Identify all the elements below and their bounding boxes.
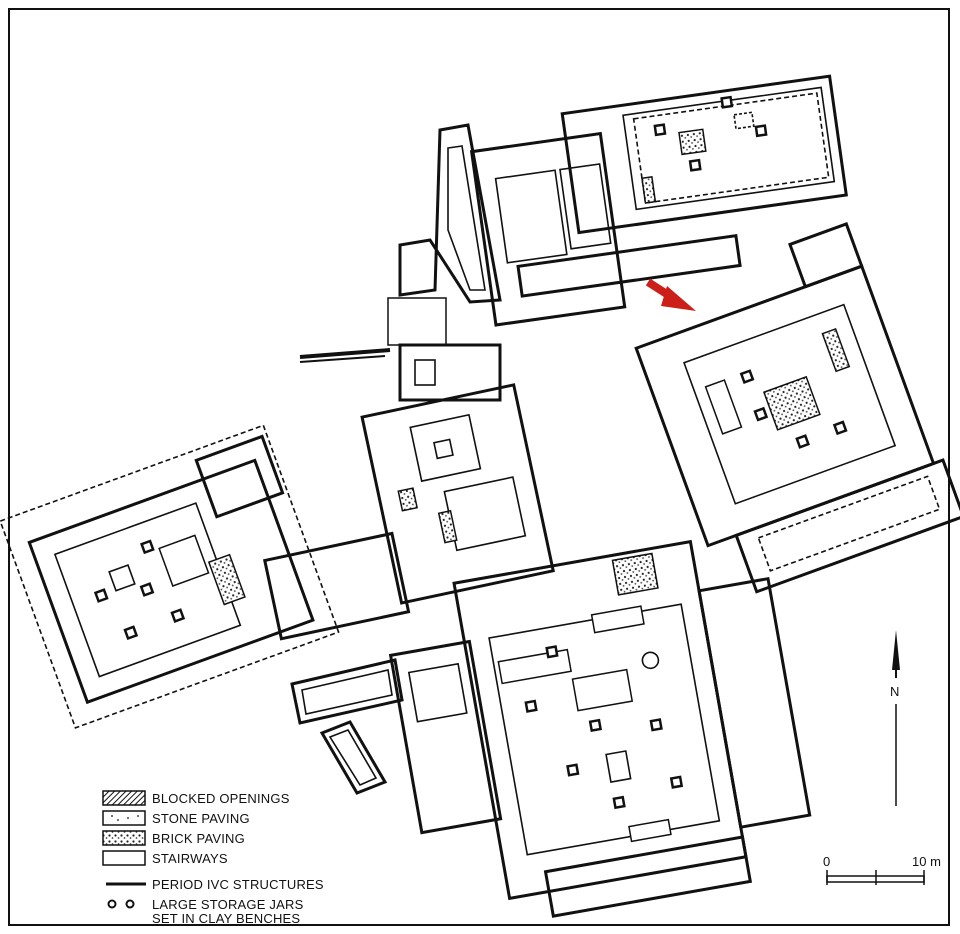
- legend-jar-icon: [107, 899, 117, 909]
- building-south: [388, 539, 812, 918]
- legend-stone-paving-swatch: [102, 810, 146, 826]
- legend-stairways-swatch: [102, 850, 146, 866]
- legend-label: STAIRWAYS: [152, 851, 228, 866]
- building-northeast: [469, 74, 848, 327]
- legend-label: SET IN CLAY BENCHES: [152, 911, 301, 926]
- building-central: [262, 383, 555, 641]
- legend-brick-paving-swatch: [102, 830, 146, 846]
- legend-label: PERIOD IVC STRUCTURES: [152, 877, 324, 892]
- figure-frame: [8, 8, 950, 926]
- legend-label: BRICK PAVING: [152, 831, 245, 846]
- building-west: [0, 424, 340, 729]
- north-arrow-icon: [892, 630, 900, 806]
- building-east: [634, 221, 960, 594]
- north-label: N: [890, 684, 900, 699]
- red-pointer-arrow: [645, 278, 696, 311]
- scale-bar: [826, 870, 925, 885]
- triangular-structure: [299, 123, 502, 402]
- legend-label: STONE PAVING: [152, 811, 250, 826]
- detached-structures: [290, 658, 404, 795]
- legend-label: BLOCKED OPENINGS: [152, 791, 290, 806]
- scale-start-label: 0: [823, 854, 831, 869]
- scale-end-label: 10 m: [912, 854, 941, 869]
- legend-blocked-openings-swatch: [102, 790, 146, 806]
- legend-symbols: [102, 790, 146, 909]
- legend-jar-icon: [125, 899, 135, 909]
- legend-label: LARGE STORAGE JARS: [152, 897, 304, 912]
